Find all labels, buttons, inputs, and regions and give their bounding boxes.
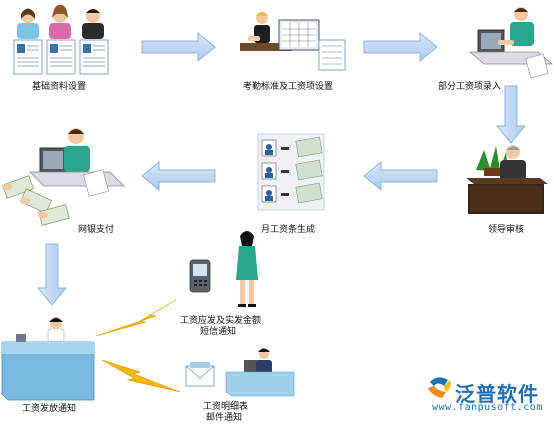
- flow-arrow-4: [363, 160, 438, 192]
- attendance-setup-illustration: [240, 12, 346, 71]
- flow-arrow-6: [36, 243, 68, 306]
- leader-review-illustration: [466, 145, 548, 214]
- step-label-email-line2: 邮件通知: [206, 413, 243, 423]
- lightning-bolt-upper: [95, 299, 177, 337]
- flow-arrow-1: [141, 31, 216, 63]
- logo-name: 泛普软件: [455, 382, 539, 406]
- step-label-sms-line1: 工资应发及实发金额: [180, 316, 262, 326]
- step-label-monthly-generate: 月工资条生成: [261, 225, 316, 235]
- step-label-attendance: 考勤标准及工资项设置: [243, 82, 334, 92]
- step-label-sms-line2: 短信通知: [200, 327, 237, 337]
- email-notice-illustration: [185, 348, 295, 397]
- flow-arrow-3: [495, 85, 527, 144]
- step-label-bank-payment: 网银支付: [78, 225, 115, 235]
- lightning-bolt-lower: [101, 359, 181, 393]
- logo-url: www.fanpusoft.com: [432, 402, 543, 413]
- sms-notice-illustration: [189, 231, 258, 307]
- basic-info-illustration: [13, 4, 109, 75]
- step-label-partial-entry: 部分工资项录入: [438, 82, 502, 92]
- monthly-generate-illustration: [257, 133, 325, 211]
- partial-entry-illustration: [468, 7, 554, 79]
- step-label-basic-info: 基础资料设置: [32, 82, 87, 92]
- flow-arrow-2: [363, 31, 438, 63]
- step-label-leader-review: 领导审核: [488, 225, 525, 235]
- release-notice-illustration: [1, 317, 95, 401]
- flow-arrow-5: [141, 160, 216, 192]
- logo-mark: [428, 377, 451, 398]
- bank-payment-illustration: [2, 128, 125, 226]
- step-label-release-notice: 工资发放通知: [22, 404, 77, 414]
- step-label-email-line1: 工资明细表: [203, 402, 249, 412]
